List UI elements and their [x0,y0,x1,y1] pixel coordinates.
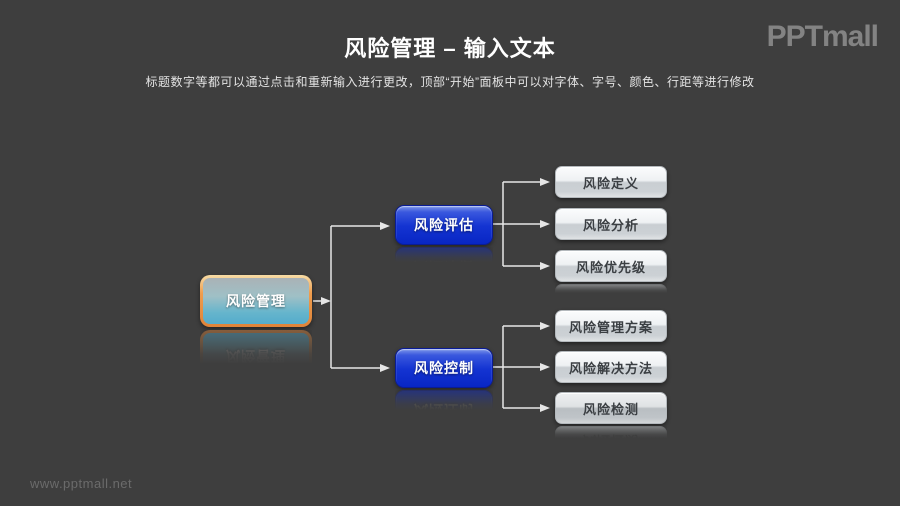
pptmall-logo: PPTmall [766,20,879,53]
node-risk-priority[interactable]: 风险优先级 [555,250,667,282]
page-title: 风险管理 – 输入文本 [344,36,556,61]
node-risk-solution[interactable]: 风险解决方法 [555,351,667,383]
node-risk-assessment-label: 风险评估 [414,217,474,233]
node-risk-definition-label: 风险定义 [582,175,639,191]
page-subtitle: 标题数字等都可以通过点击和重新输入进行更改，顶部“开始”面板中可以对字体、字号、… [145,75,755,89]
node-risk-assessment[interactable]: 风险评估 [395,205,493,245]
node-risk-solution-label: 风险解决方法 [568,360,653,376]
node-risk-definition[interactable]: 风险定义 [555,166,667,198]
site-url-watermark: www.pptmall.net [30,476,133,491]
node-risk-detection-label: 风险检测 [582,401,639,417]
node-risk-management-plan-label: 风险管理方案 [568,319,653,335]
node-risk-management-label: 风险管理 [203,278,309,324]
node-risk-control[interactable]: 风险控制 [395,348,493,388]
node-risk-analysis-label: 风险分析 [582,217,639,233]
node-risk-control-label: 风险控制 [414,360,474,376]
node-risk-analysis[interactable]: 风险分析 [555,208,667,240]
node-risk-priority-label: 风险优先级 [575,259,646,275]
node-risk-detection[interactable]: 风险检测 [555,392,667,424]
node-risk-management[interactable]: 风险管理 [200,275,312,327]
node-risk-management-plan[interactable]: 风险管理方案 [555,310,667,342]
